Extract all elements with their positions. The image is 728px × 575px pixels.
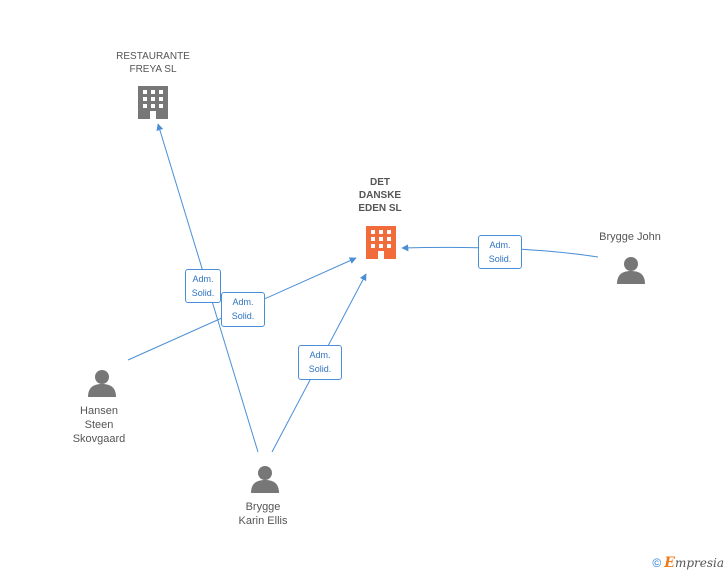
edge-label-role: Adm. Solid. (185, 269, 221, 303)
edge-label-line1: Adm. (192, 274, 214, 284)
person-icon[interactable] (617, 257, 645, 284)
building-icon[interactable] (366, 226, 396, 259)
edge-label-role: Adm. Solid. (221, 292, 265, 327)
edge-label-line2: Solid. (191, 288, 215, 298)
node-label-brygge-john[interactable]: Brygge John (599, 231, 661, 243)
edge-label-line2: Solid. (488, 254, 512, 264)
building-icon[interactable] (138, 86, 168, 119)
footer-brand: © Empresia (652, 555, 724, 571)
edge-label-line2: Solid. (231, 311, 255, 321)
person-icon[interactable] (88, 370, 116, 397)
brand-logo[interactable]: Empresia (664, 555, 724, 571)
person-icon[interactable] (251, 466, 279, 493)
edge-label-role: Adm. Solid. (298, 345, 342, 380)
node-label-brygge-karin[interactable]: Brygge Karin Ellis (238, 501, 288, 527)
edge-label-role: Adm. Solid. (478, 235, 522, 269)
edge-label-line1: Adm. (489, 240, 511, 250)
node-label-hansen[interactable]: Hansen Steen Skovgaard (72, 405, 126, 445)
copyright-icon: © (652, 556, 662, 570)
edge-label-line2: Solid. (308, 364, 332, 374)
edge-label-line1: Adm. (232, 297, 254, 307)
node-label-det-danske[interactable]: DET DANSKE EDEN SL (358, 177, 402, 214)
node-label-restaurante[interactable]: RESTAURANTE FREYA SL (116, 51, 190, 75)
edge-label-line1: Adm. (309, 350, 331, 360)
